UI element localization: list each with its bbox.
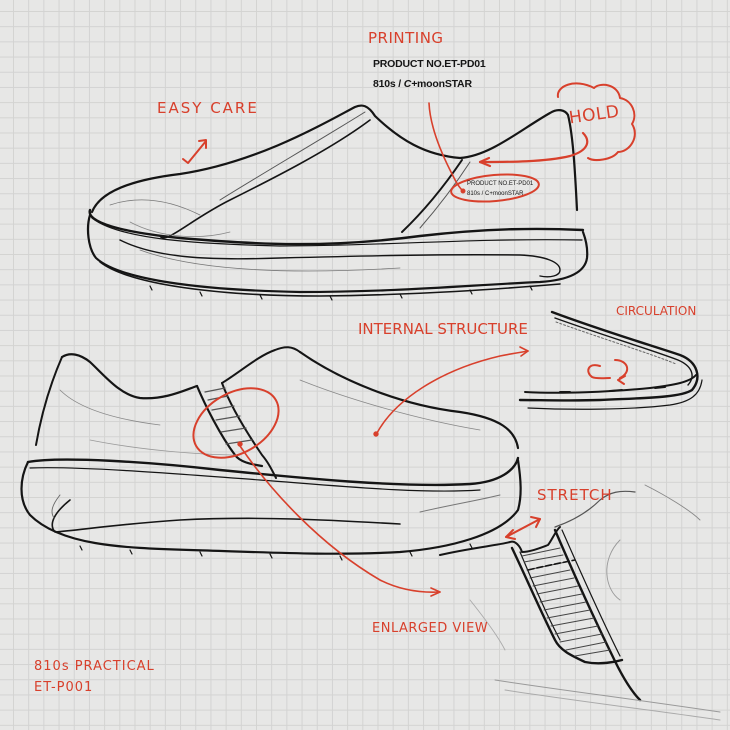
annotation-strokes xyxy=(182,82,636,597)
print-label-brand-line: 810s / C+moonSTAR xyxy=(373,79,472,90)
shoe-print-brand-line: 810s / C+moonSTAR xyxy=(467,191,524,197)
top-shoe-drawing xyxy=(86,104,589,301)
print-label-product-no: PRODUCT NO.ET-PD01 xyxy=(373,58,486,70)
circulation-detail-drawing xyxy=(518,310,703,410)
label-internal-structure: INTERNAL STRUCTURE xyxy=(358,320,528,338)
footer-model-line: 810s PRACTICAL xyxy=(34,659,155,674)
enlarged-view-drawing xyxy=(439,484,721,721)
label-enlarged-view: ENLARGED VIEW xyxy=(372,621,489,636)
footer-model-code: ET-P001 xyxy=(34,680,94,695)
moonstar-logo-icon: C+ xyxy=(403,78,418,90)
print-label-brand: moonSTAR xyxy=(417,78,472,90)
shoe-print-product-no: PRODUCT NO.ET-PD01 xyxy=(467,181,534,187)
bottom-shoe-drawing xyxy=(20,346,522,561)
label-circulation: CIRCULATION xyxy=(616,304,697,318)
label-stretch: STRETCH xyxy=(537,486,613,504)
label-easy-care: EASY CARE xyxy=(157,99,259,117)
print-label-model: 810s / xyxy=(373,78,404,90)
label-printing: PRINTING xyxy=(368,29,444,47)
